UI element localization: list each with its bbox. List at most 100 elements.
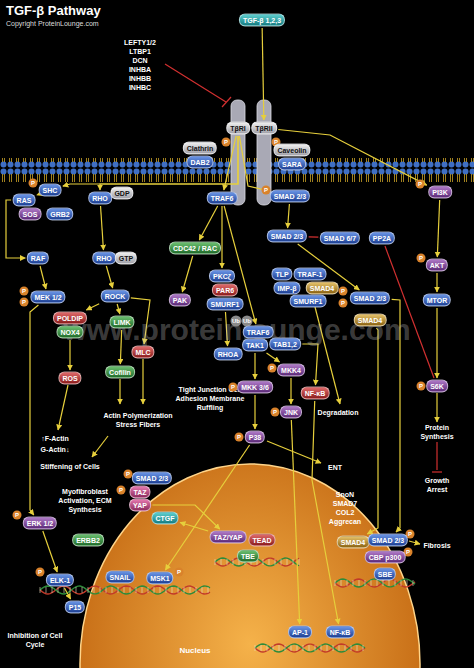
protein-node: TRAF6	[243, 326, 274, 339]
phospho-marker: P	[268, 364, 277, 373]
signal-arrow	[69, 340, 70, 370]
protein-node: POLDIP	[53, 312, 87, 325]
protein-node: MEK 1/2	[30, 291, 65, 304]
inhibitor-name: INHBB	[129, 74, 151, 83]
node-label: Caveolin	[277, 147, 306, 154]
protein-node: SMAD 2/3	[350, 292, 390, 305]
node-label: TEAD	[252, 537, 271, 544]
protein-node: SMAD4	[354, 314, 387, 327]
node-label: SMAD 6/7	[324, 235, 356, 242]
leader-line	[432, 471, 442, 472]
protein-node: TBE	[237, 550, 259, 563]
protein-node: GTP	[115, 252, 137, 265]
phospho-marker: P	[222, 138, 231, 147]
phospho-marker: P	[417, 382, 426, 391]
protein-node: TAZ/YAP	[210, 531, 247, 544]
signal-arrow	[437, 200, 439, 257]
protein-node: SARA	[278, 158, 306, 171]
signal-arrow	[101, 206, 104, 250]
annotation-text: Fibrosis	[423, 541, 450, 550]
node-label: MLC	[135, 349, 150, 356]
protein-node: SHC	[39, 184, 62, 197]
protein-node: SOS	[19, 208, 42, 221]
node-label: SMAD 2/3	[274, 193, 306, 200]
protein-node: CBP p300	[365, 551, 406, 564]
signal-arrow	[267, 353, 280, 362]
signal-arrow	[40, 266, 46, 289]
signal-arrow	[278, 130, 426, 186]
protein-node: Clathrin	[183, 142, 217, 155]
signal-arrow	[312, 401, 339, 624]
protein-node: ROS	[58, 372, 81, 385]
protein-node: SBE	[374, 568, 396, 581]
protein-node: IMP-β	[273, 282, 300, 295]
node-label: TLP	[275, 271, 288, 278]
annotation-text: SnoN SMAD7 COL2 Aggrecan	[324, 490, 366, 526]
node-label: ROCK	[105, 293, 126, 300]
phospho-marker: P	[20, 287, 29, 296]
phospho-marker: P	[271, 408, 280, 417]
phospho-marker: P	[416, 180, 425, 189]
protein-node: RHO	[92, 252, 116, 265]
protein-node: SMAD 2/3	[132, 472, 172, 485]
protein-node: DAB2	[186, 156, 213, 169]
dna-rungs	[335, 580, 413, 586]
node-label: P15	[69, 604, 81, 611]
phospho-marker: P	[13, 511, 22, 520]
signal-arrow	[239, 136, 268, 191]
signal-arrow	[392, 299, 400, 532]
node-label: AKT	[430, 262, 444, 269]
phospho-marker: P	[175, 568, 184, 577]
leader-line	[436, 442, 437, 470]
leader-line	[222, 97, 231, 107]
inhibitor-name: LTBP1	[129, 47, 151, 56]
annotation-text: ↑F-Actin	[41, 434, 69, 443]
protein-node: SMURF1	[290, 295, 327, 308]
protein-node: TAK1	[242, 339, 268, 352]
phospho-marker: P	[36, 568, 45, 577]
protein-node: AP-1	[288, 626, 312, 639]
phospho-marker: P	[235, 433, 244, 442]
protein-node: MSK1	[146, 572, 173, 585]
annotation-text: Growth Arrest	[415, 476, 459, 494]
leader-line	[119, 379, 120, 404]
protein-node: SNAIL	[106, 571, 135, 584]
node-label: PAR6	[216, 287, 234, 294]
phospho-marker: P	[417, 254, 426, 263]
copyright-note: Copyright ProteinLounge.com	[6, 19, 99, 28]
signal-arrow	[165, 445, 249, 570]
node-label: CTGF	[155, 515, 174, 522]
protein-node: MTOR	[423, 294, 451, 307]
protein-node: YAP	[129, 499, 151, 512]
node-label: ERK 1/2	[27, 520, 53, 527]
node-label: RAS	[17, 197, 32, 204]
node-label: PI3K	[432, 189, 448, 196]
protein-node: TRAF-1	[294, 268, 327, 281]
leader-line	[92, 436, 108, 457]
signal-arrow	[254, 353, 255, 379]
phospho-marker: P	[339, 287, 348, 296]
node-label: IMP-β	[277, 285, 296, 292]
node-label: MKK4	[281, 367, 301, 374]
node-label: MSK1	[150, 575, 169, 582]
signal-arrow	[367, 328, 378, 534]
protein-node: TβRII	[251, 122, 277, 135]
ubiquitin-marker: Ub	[231, 316, 242, 327]
protein-node: MKK 3/6	[237, 381, 273, 394]
node-label: S6K	[430, 383, 444, 390]
dna-strand	[335, 579, 415, 587]
leader-line	[436, 393, 437, 422]
node-label: SMAD 2/3	[136, 475, 168, 482]
annotation-text: G-Actin↓	[41, 445, 70, 454]
node-label: SHC	[43, 187, 58, 194]
protein-node: TGF-β 1,2,3	[239, 14, 285, 27]
protein-node: ROCK	[101, 290, 130, 303]
signal-arrow	[43, 531, 57, 572]
node-label: TRAF-1	[298, 271, 323, 278]
node-label: RHO	[92, 195, 108, 202]
node-label: TBE	[241, 553, 255, 560]
phospho-marker: P	[339, 299, 348, 308]
annotation-text: Stiffening of Cells	[40, 462, 100, 471]
protein-node: TAZ	[129, 486, 150, 499]
protein-node: NOX4	[56, 326, 83, 339]
